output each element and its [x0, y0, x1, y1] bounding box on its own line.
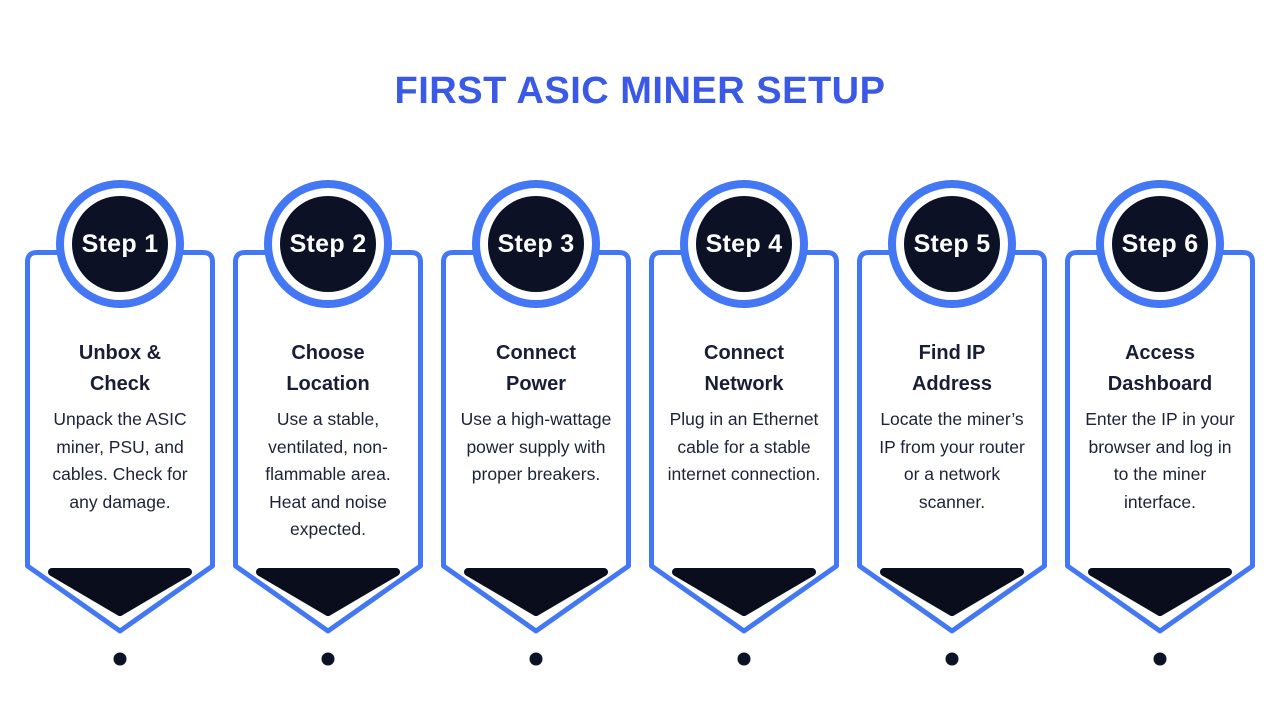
step-badge-label: Step 1 — [72, 196, 168, 292]
pennant-shape — [441, 250, 631, 666]
arrow-down-icon — [1088, 568, 1232, 616]
pennant-outline — [1065, 250, 1255, 634]
card-title: Connect Power — [496, 342, 576, 395]
card-title: Connect Network — [704, 342, 784, 395]
card-description: Enter the IP in your browser and log in … — [1085, 409, 1235, 512]
pennant-outline — [25, 250, 215, 634]
step-badge: Step 6 — [1096, 180, 1224, 308]
step-card-4: Step 4 Connect Network Plug in an Ethern… — [649, 180, 839, 675]
step-badge: Step 1 — [56, 180, 184, 308]
step-badge: Step 2 — [264, 180, 392, 308]
steps-row: Step 1 Unbox & Check Unpack the ASIC min… — [0, 180, 1280, 675]
card-text: Unbox & Check Unpack the ASIC miner, PSU… — [25, 338, 215, 516]
card-title: Access Dashboard — [1107, 342, 1213, 395]
step-badge-label: Step 6 — [1112, 196, 1208, 292]
step-badge-label: Step 2 — [280, 196, 376, 292]
pennant-shape — [25, 250, 215, 666]
card-title: Find IP Address — [911, 342, 993, 395]
step-badge-label: Step 4 — [696, 196, 792, 292]
step-card-2: Step 2 Choose Location Use a stable, ven… — [233, 180, 423, 675]
step-card-6: Step 6 Access Dashboard Enter the IP in … — [1065, 180, 1255, 675]
card-description: Locate the miner’s IP from your router o… — [879, 409, 1025, 512]
pennant-outline — [233, 250, 423, 634]
card-description: Use a high-wattage power supply with pro… — [460, 409, 612, 484]
pennant-outline — [857, 250, 1047, 634]
arrow-down-icon — [880, 568, 1024, 616]
card-text: Connect Power Use a high-wattage power s… — [441, 338, 631, 489]
step-card-3: Step 3 Connect Power Use a high-wattage … — [441, 180, 631, 675]
step-badge-label: Step 3 — [488, 196, 584, 292]
card-text: Choose Location Use a stable, ventilated… — [233, 338, 423, 544]
step-dot — [1153, 652, 1167, 666]
step-dot — [113, 652, 127, 666]
step-dot — [945, 652, 959, 666]
card-text: Connect Network Plug in an Ethernet cabl… — [649, 338, 839, 489]
pennant-shape — [857, 250, 1047, 666]
card-description: Plug in an Ethernet cable for a stable i… — [667, 409, 821, 484]
step-badge: Step 3 — [472, 180, 600, 308]
arrow-down-icon — [256, 568, 400, 616]
step-badge: Step 4 — [680, 180, 808, 308]
card-text: Access Dashboard Enter the IP in your br… — [1065, 338, 1255, 516]
card-title: Unbox & Check — [78, 342, 162, 395]
page-title: FIRST ASIC MINER SETUP — [394, 70, 886, 112]
card-description: Unpack the ASIC miner, PSU, and cables. … — [52, 409, 188, 512]
step-dot — [529, 652, 543, 666]
step-badge: Step 5 — [888, 180, 1016, 308]
step-badge-label: Step 5 — [904, 196, 1000, 292]
card-text: Find IP Address Locate the miner’s IP fr… — [857, 338, 1047, 516]
step-card-5: Step 5 Find IP Address Locate the miner’… — [857, 180, 1047, 675]
header: FIRST ASIC MINER SETUP — [0, 70, 1280, 113]
pennant-shape — [233, 250, 423, 666]
card-title: Choose Location — [286, 342, 370, 395]
card-description: Use a stable, ventilated, non-flammable … — [265, 409, 391, 539]
pennant-outline — [441, 250, 631, 634]
step-dot — [737, 652, 751, 666]
pennant-outline — [649, 250, 839, 634]
pennant-shape — [1065, 250, 1255, 666]
arrow-down-icon — [672, 568, 816, 616]
step-dot — [321, 652, 335, 666]
arrow-down-icon — [464, 568, 608, 616]
step-card-1: Step 1 Unbox & Check Unpack the ASIC min… — [25, 180, 215, 675]
arrow-down-icon — [48, 568, 192, 616]
pennant-shape — [649, 250, 839, 666]
